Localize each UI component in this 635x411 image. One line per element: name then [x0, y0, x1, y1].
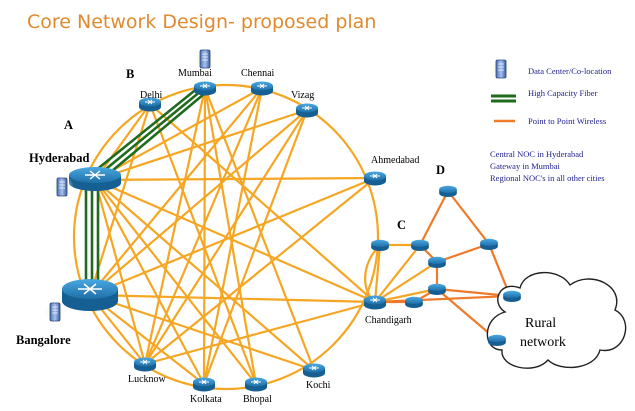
server-rack-icon-legend: [489, 57, 513, 81]
section-label-b: B: [126, 67, 134, 81]
city-label-chandigarh: Chandigarh: [365, 315, 412, 326]
note-line-3: Regional NOC's in all other cities: [490, 173, 605, 183]
legend-fiber-label: High Capacity Fiber: [528, 88, 598, 98]
router-icon-bhopal[interactable]: [245, 377, 267, 392]
router-icon-c2[interactable]: [411, 239, 429, 251]
router-icon-delhi[interactable]: [139, 97, 161, 112]
server-rack-icon-bangalore: [43, 300, 67, 324]
city-label-bangalore: Bangalore: [16, 333, 71, 347]
router-icon-lucknow[interactable]: [134, 357, 156, 372]
router-icon-c1[interactable]: [371, 239, 389, 251]
note-line-2: Gateway in Mumbai: [490, 161, 561, 171]
legend: Data Center/Co-location High Capacity Fi…: [489, 57, 612, 126]
router-icon-c3[interactable]: [428, 256, 446, 268]
city-label-delhi: Delhi: [140, 90, 162, 101]
router-icon-mumbai[interactable]: [194, 81, 216, 96]
city-label-hyderabad: Hyderabad: [29, 151, 89, 165]
section-label-c: C: [397, 218, 406, 232]
city-label-chennai: Chennai: [241, 68, 275, 79]
cloud-label-line1: Rural: [525, 316, 556, 331]
router-icon-bangalore[interactable]: [62, 279, 118, 311]
router-icon-d3[interactable]: [503, 290, 521, 302]
fiber-links: [84, 81, 211, 287]
city-label-lucknow: Lucknow: [128, 374, 167, 385]
city-label-vizag: Vizag: [291, 90, 314, 101]
router-icon-chennai[interactable]: [251, 81, 273, 96]
router-icon-ahmedabad[interactable]: [364, 171, 386, 186]
router-icon-chandigarh[interactable]: [364, 295, 386, 310]
router-icon-c5[interactable]: [405, 296, 423, 308]
legend-wireless-label: Point to Point Wireless: [528, 116, 606, 126]
router-icon-kolkata[interactable]: [193, 377, 215, 392]
router-icon-kochi[interactable]: [303, 363, 325, 378]
router-icon-hyderabad[interactable]: [69, 167, 121, 191]
server-rack-icon-mumbai: [193, 47, 217, 71]
city-label-bhopal: Bhopal: [243, 394, 272, 405]
legend-datacenter-label: Data Center/Co-location: [528, 66, 612, 76]
router-icon-c4[interactable]: [428, 283, 446, 295]
noc-notes: Central NOC in Hyderabad Gateway in Mumb…: [490, 149, 605, 183]
note-line-1: Central NOC in Hyderabad: [490, 149, 584, 159]
cloud-label-line2: network: [520, 335, 566, 350]
routers: [62, 81, 521, 392]
diagram-title: Core Network Design- proposed plan: [27, 11, 376, 33]
city-label-kolkata: Kolkata: [190, 394, 222, 405]
rural-cloud-icon: [486, 271, 627, 369]
city-label-kochi: Kochi: [306, 380, 331, 391]
router-icon-d4[interactable]: [488, 334, 506, 346]
server-rack-icon-hyderabad: [50, 175, 74, 199]
city-label-mumbai: Mumbai: [178, 68, 212, 79]
router-icon-vizag[interactable]: [296, 103, 318, 118]
core-ring: [72, 83, 380, 391]
section-label-a: A: [64, 118, 73, 132]
section-label-d: D: [436, 163, 445, 177]
router-icon-d1[interactable]: [439, 185, 457, 197]
router-icon-d2[interactable]: [480, 238, 498, 250]
city-label-ahmedabad: Ahmedabad: [371, 155, 419, 166]
wireless-links: [88, 87, 438, 385]
